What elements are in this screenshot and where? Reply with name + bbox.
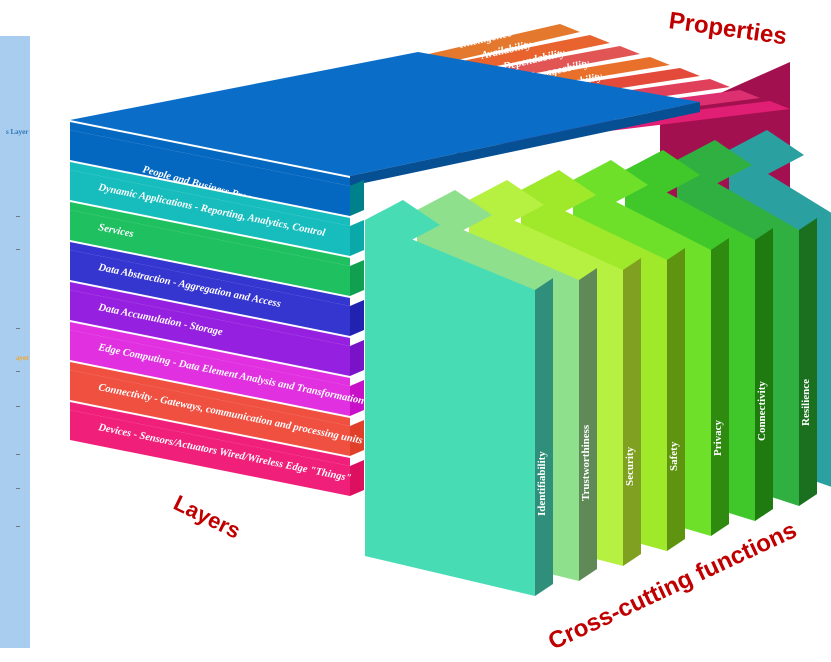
layer-top-plate-edge: [350, 102, 700, 186]
function-slab-top: [469, 180, 544, 225]
layer-front-face: [70, 250, 350, 336]
function-label: Identifiability: [536, 451, 548, 516]
side-panel-tick: [16, 249, 20, 250]
functions-group: ReliabilityResilienceConnectivityPrivacy…: [365, 130, 831, 596]
side-panel-tick: [16, 371, 20, 372]
left-side-panel: s Layer ayer: [0, 36, 30, 648]
layer-top-face: [70, 402, 350, 466]
layer-end-face: [350, 220, 364, 256]
function-slab-top: [521, 170, 596, 215]
side-panel-tick: [16, 216, 20, 217]
function-slab-top: [417, 190, 492, 235]
layer-end-face: [350, 380, 364, 416]
side-panel-tick: [16, 406, 20, 407]
side-panel-tick: [16, 526, 20, 527]
layer-front-face: [70, 130, 350, 216]
function-slab-side: [711, 238, 729, 536]
side-panel-fragment-mid: ayer: [16, 354, 30, 362]
layer-top-plate: [70, 52, 700, 176]
properties-heading: Properties: [667, 7, 788, 50]
function-label: Trustworthiness: [580, 424, 592, 501]
layer-top-face: [70, 322, 350, 386]
side-panel-tick: [16, 328, 20, 329]
layer-top-face: [70, 242, 350, 306]
layer-top-face: [70, 202, 350, 266]
side-panel-fragment-top: s Layer: [6, 128, 29, 136]
layer-end-face: [350, 460, 364, 496]
layer-front-face: [70, 330, 350, 416]
function-slab-front: [365, 220, 535, 596]
function-slab-side: [579, 268, 597, 581]
function-label: Privacy: [712, 419, 724, 456]
function-slab-side: [623, 258, 641, 566]
function-slab-top: [729, 130, 804, 175]
function-label: Resilience: [800, 379, 812, 426]
layer-end-face: [350, 420, 364, 456]
function-slab-side: [667, 248, 685, 551]
layer-front-face: [70, 170, 350, 256]
layer-front-face: [70, 410, 350, 496]
layer-top-face: [70, 362, 350, 426]
function-label: Safety: [668, 441, 680, 471]
function-slab-side: [799, 218, 817, 506]
function-slab-top: [677, 140, 752, 185]
layer-top-face: [70, 282, 350, 346]
function-slab-side: [755, 228, 773, 521]
side-panel-tick: [16, 488, 20, 489]
function-label: Connectivity: [756, 381, 768, 441]
layer-front-face: [70, 370, 350, 456]
layer-top-face: [70, 162, 350, 226]
function-slab-side: [535, 278, 553, 596]
layer-end-face: [350, 340, 364, 376]
layers-heading: Layers: [170, 490, 245, 544]
side-panel-tick: [16, 454, 20, 455]
layer-top-face: [70, 122, 350, 186]
layer-end-face: [350, 260, 364, 296]
layer-end-face: [350, 180, 364, 216]
function-label: Security: [624, 446, 636, 486]
layer-front-face: [70, 210, 350, 296]
function-slab-top: [625, 150, 700, 195]
layer-front-face: [70, 290, 350, 376]
function-slab-top: [365, 200, 440, 245]
function-slab-top: [573, 160, 648, 205]
layer-end-face: [350, 300, 364, 336]
